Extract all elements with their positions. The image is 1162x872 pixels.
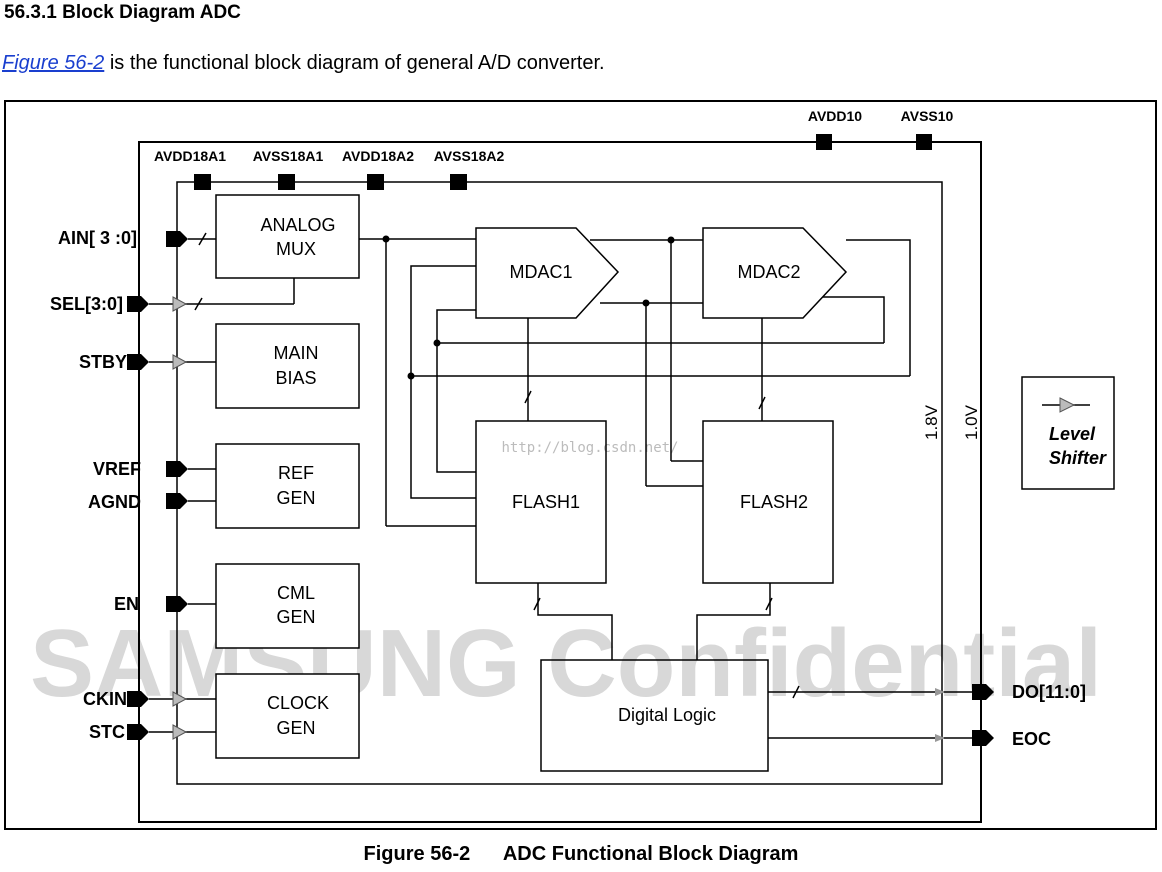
- svg-text:AVSS10: AVSS10: [901, 108, 954, 124]
- svg-text:AVDD18A1: AVDD18A1: [154, 148, 226, 164]
- svg-text:GEN: GEN: [276, 607, 315, 627]
- voltage-label-1v0: 1.0V: [962, 404, 981, 440]
- top-pin-avdd10: AVDD10: [808, 108, 862, 150]
- svg-text:CKIN: CKIN: [83, 689, 127, 709]
- svg-text:GEN: GEN: [276, 488, 315, 508]
- svg-text:AVSS18A2: AVSS18A2: [434, 148, 505, 164]
- svg-text:EOC: EOC: [1012, 729, 1051, 749]
- inner-pin-avdd18a2: AVDD18A2: [342, 148, 414, 190]
- svg-text:Digital Logic: Digital Logic: [618, 705, 716, 725]
- pin-agnd: AGND: [88, 492, 188, 512]
- svg-text:STBY: STBY: [79, 352, 127, 372]
- svg-text:DO[11:0]: DO[11:0]: [1012, 682, 1086, 702]
- main-bias-block: MAIN BIAS: [215, 323, 360, 409]
- pin-ain: AIN[ 3 :0]: [58, 228, 188, 248]
- svg-text:MUX: MUX: [276, 239, 316, 259]
- flash1-block: FLASH1: [475, 420, 607, 584]
- voltage-label-1v8: 1.8V: [922, 404, 941, 440]
- inner-pin-avss18a2: AVSS18A2: [434, 148, 505, 190]
- ref-gen-block: REF GEN: [215, 443, 360, 529]
- pin-eoc: EOC: [972, 729, 1051, 749]
- ip-boundary: [138, 141, 982, 823]
- digital-logic-block: Digital Logic: [540, 659, 769, 772]
- svg-text:CML: CML: [277, 583, 315, 603]
- wires: [149, 238, 972, 742]
- analog-domain: [176, 181, 943, 785]
- pin-stby: STBY: [79, 352, 149, 372]
- mdac2-block: MDAC2: [702, 227, 848, 319]
- section-title: 56.3.1 Block Diagram ADC: [4, 2, 241, 23]
- pin-do: DO[11:0]: [972, 682, 1086, 702]
- junction-dots: [382, 235, 675, 380]
- bus-slashes: [194, 232, 800, 699]
- caption-number: Figure 56-2: [363, 843, 471, 865]
- mdac1-block: MDAC1: [475, 227, 620, 319]
- pin-sel: SEL[3:0]: [50, 294, 149, 314]
- svg-text:AIN[ 3 :0]: AIN[ 3 :0]: [58, 228, 137, 248]
- svg-text:MDAC2: MDAC2: [737, 262, 800, 282]
- watermark-url: http://blog.csdn.net/: [501, 440, 678, 456]
- svg-text:STC: STC: [89, 722, 125, 742]
- caption-title: ADC Functional Block Diagram: [502, 843, 799, 865]
- inner-pin-avdd18a1: AVDD18A1: [154, 148, 226, 190]
- pin-en: EN: [114, 594, 188, 614]
- svg-text:FLASH2: FLASH2: [740, 492, 808, 512]
- outer-frame: [4, 100, 1157, 830]
- svg-text:MDAC1: MDAC1: [509, 262, 572, 282]
- clock-gen-block: CLOCK GEN: [215, 673, 360, 759]
- svg-text:CLOCK: CLOCK: [267, 693, 329, 713]
- flash2-block: FLASH2: [702, 420, 834, 584]
- pin-stc: STC: [89, 722, 149, 742]
- level-shifter-legend: Level Shifter: [1021, 376, 1115, 490]
- inner-pin-avss18a1: AVSS18A1: [253, 148, 324, 190]
- svg-text:REF: REF: [278, 463, 314, 483]
- pin-ckin: CKIN: [83, 689, 149, 709]
- analog-mux-block: ANALOG MUX: [215, 194, 360, 279]
- svg-text:Shifter: Shifter: [1049, 448, 1107, 468]
- svg-text:AVDD18A2: AVDD18A2: [342, 148, 414, 164]
- top-pin-avss10: AVSS10: [901, 108, 954, 150]
- figure-caption: Figure 56-2 ADC Functional Block Diagram: [0, 843, 1162, 866]
- svg-text:VREF: VREF: [93, 459, 141, 479]
- svg-text:FLASH1: FLASH1: [512, 492, 580, 512]
- svg-text:AGND: AGND: [88, 492, 141, 512]
- cml-gen-block: CML GEN: [215, 563, 360, 649]
- svg-text:GEN: GEN: [276, 718, 315, 738]
- watermark-text: SAMSUNG Confidential: [30, 610, 1102, 717]
- pin-vref: VREF: [93, 459, 188, 479]
- svg-text:AVDD10: AVDD10: [808, 108, 862, 124]
- intro-text: is the functional block diagram of gener…: [104, 52, 605, 74]
- intro-paragraph: Figure 56-2 is the functional block diag…: [2, 52, 605, 75]
- svg-text:Level: Level: [1049, 424, 1096, 444]
- svg-text:SEL[3:0]: SEL[3:0]: [50, 294, 123, 314]
- svg-text:BIAS: BIAS: [275, 368, 316, 388]
- svg-text:ANALOG: ANALOG: [260, 215, 335, 235]
- level-shifter-marks: [172, 296, 188, 740]
- figure-link[interactable]: Figure 56-2: [2, 52, 105, 74]
- svg-text:AVSS18A1: AVSS18A1: [253, 148, 324, 164]
- svg-text:EN: EN: [114, 594, 139, 614]
- svg-text:MAIN: MAIN: [274, 343, 319, 363]
- level-shifter-icon: [1059, 397, 1076, 413]
